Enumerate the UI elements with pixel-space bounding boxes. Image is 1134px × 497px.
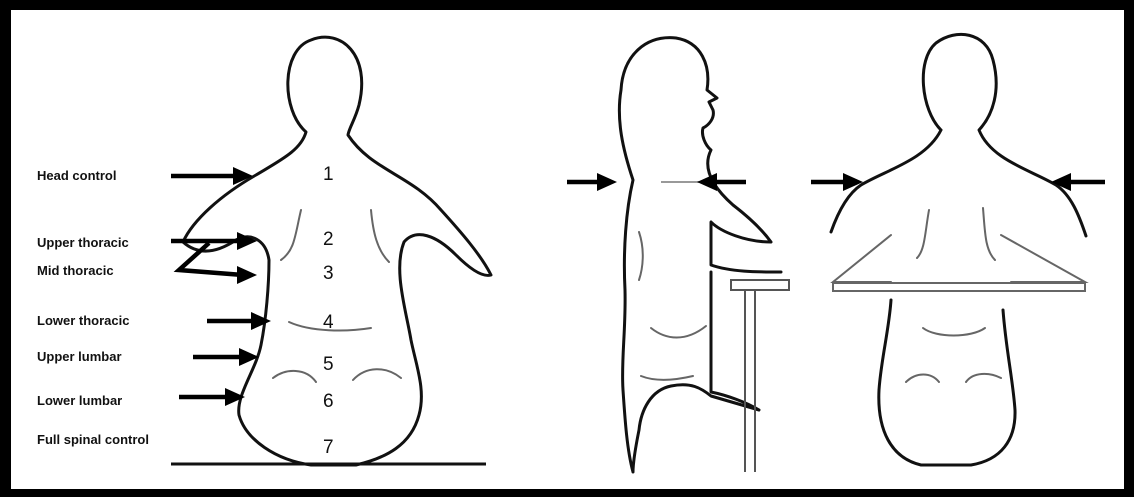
level-number-5: 5 [323, 354, 334, 375]
label-full-spinal-control: Full spinal control [37, 432, 149, 447]
arrow-upper-lumbar [193, 348, 259, 366]
table-arm-left [833, 235, 891, 282]
level-number-3: 3 [323, 263, 334, 284]
arrow-lower-thoracic [207, 312, 271, 330]
side-view-figure [619, 38, 789, 472]
label-upper-lumbar: Upper lumbar [37, 349, 122, 364]
arrow-upper-thoracic [171, 232, 257, 250]
label-mid-thoracic: Mid thoracic [37, 263, 114, 278]
level-number-2: 2 [323, 229, 334, 250]
label-lower-thoracic: Lower thoracic [37, 313, 129, 328]
back-view-table-figure [831, 34, 1086, 465]
label-upper-thoracic: Upper thoracic [37, 235, 129, 250]
back-view-table-outline [831, 34, 1086, 465]
arrow-head-control [171, 167, 253, 185]
arrow-side-right [697, 173, 746, 191]
level-number-1: 1 [323, 164, 334, 185]
side-scapula-line [639, 232, 643, 280]
level-number-6: 6 [323, 391, 334, 412]
arrow-side-left [567, 173, 617, 191]
back-left-scapula-line [917, 210, 929, 258]
back-right-hip-line [966, 374, 1001, 382]
side-hip-line [641, 376, 693, 380]
level-number-4: 4 [323, 312, 334, 333]
back-waist-line [923, 328, 985, 336]
side-table-top [731, 280, 789, 290]
arrow-lower-lumbar [179, 388, 245, 406]
label-lower-lumbar: Lower lumbar [37, 393, 122, 408]
trunk-control-diagram: 1 2 3 4 5 6 7 Head control Upper thoraci… [11, 10, 1124, 489]
left-hip-line [273, 371, 316, 382]
table-arm-right [1001, 235, 1085, 282]
left-scapula-line [281, 210, 301, 260]
right-scapula-line [371, 210, 389, 262]
table-surface [833, 283, 1085, 291]
level-number-7: 7 [323, 437, 334, 458]
label-head-control: Head control [37, 168, 116, 183]
back-left-hip-line [906, 375, 939, 383]
side-waist-line [651, 326, 706, 338]
back-right-scapula-line [983, 208, 995, 260]
right-hip-line [353, 369, 401, 380]
